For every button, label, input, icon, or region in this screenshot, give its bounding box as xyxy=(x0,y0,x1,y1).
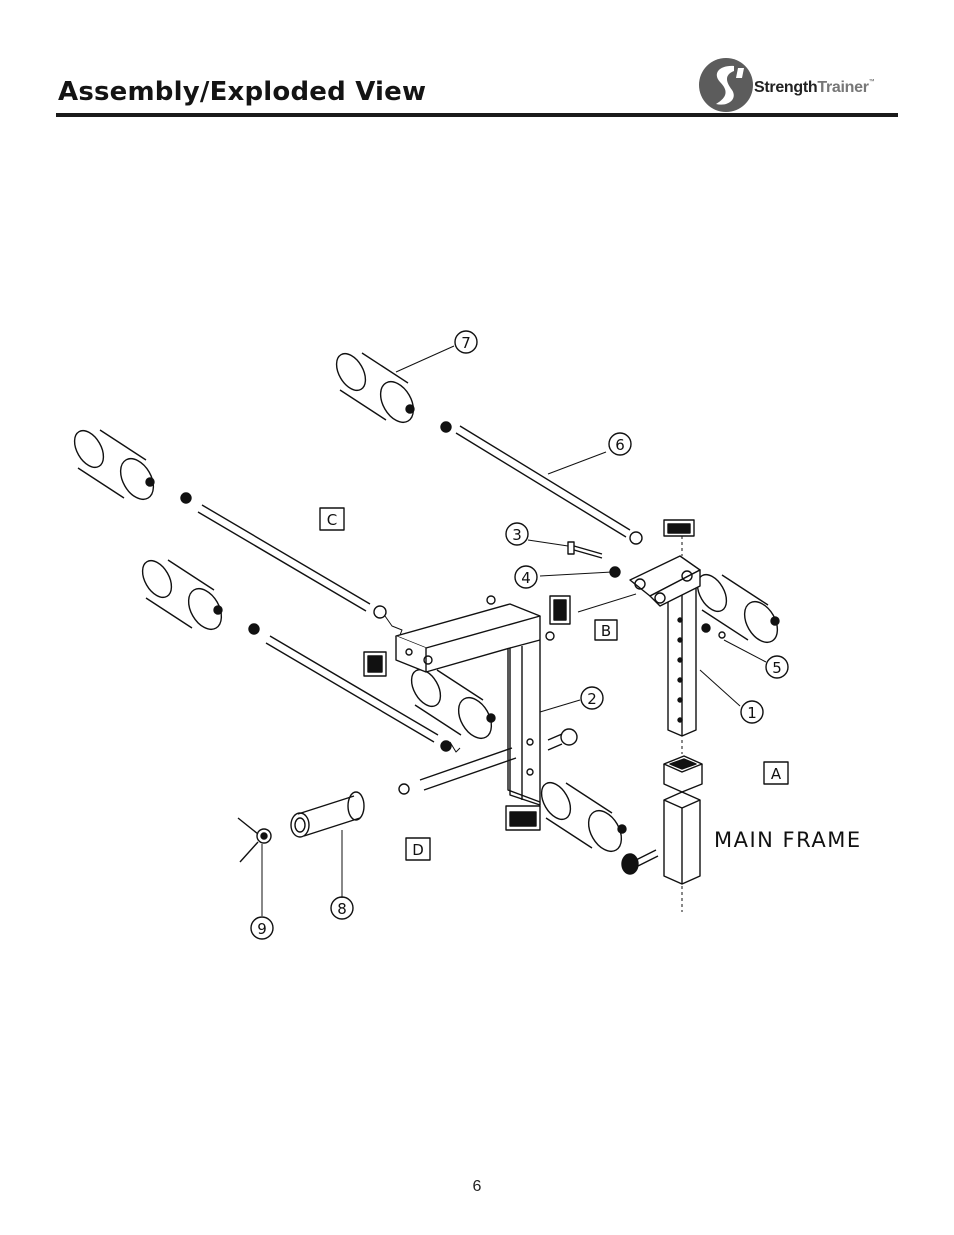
trademark-symbol: ™ xyxy=(868,79,875,85)
main-frame-label: MAIN FRAME xyxy=(714,828,862,852)
roller-pad xyxy=(410,668,496,739)
callout-2: 2 xyxy=(587,690,597,708)
section-label-a: A xyxy=(771,765,782,783)
t-frame xyxy=(395,603,541,806)
callout-3: 3 xyxy=(512,526,522,544)
callout-1: 1 xyxy=(747,704,757,722)
bolt xyxy=(567,541,603,559)
callout-6: 6 xyxy=(615,436,625,454)
strength-trainer-s-logo-icon xyxy=(699,58,753,112)
header-rule xyxy=(56,113,898,117)
callout-8: 8 xyxy=(337,900,347,918)
brand-logo: StrengthTrainer™ xyxy=(698,55,898,113)
callout-4: 4 xyxy=(521,569,531,587)
pivot-shaft xyxy=(398,747,517,795)
roller-pad xyxy=(335,352,415,423)
roller-rod xyxy=(440,421,643,545)
page-title: Assembly/Exploded View xyxy=(58,77,427,107)
roller-pad xyxy=(141,559,223,630)
upright-tube xyxy=(667,572,697,737)
wing-nut xyxy=(237,817,272,863)
exploded-view-diagram: 1 2 3 4 5 6 7 8 9 A B C D MAIN FRAME xyxy=(73,330,862,940)
section-label-c: C xyxy=(327,511,337,529)
callout-5: 5 xyxy=(772,659,782,677)
knob xyxy=(621,849,659,875)
roller-rod xyxy=(248,623,452,752)
section-label-b: B xyxy=(601,622,611,640)
roller-rod xyxy=(180,492,387,619)
roller-pad xyxy=(696,573,780,643)
brand-wordmark: StrengthTrainer™ xyxy=(754,79,875,97)
callout-7: 7 xyxy=(461,334,471,352)
page-number: 6 xyxy=(472,1178,482,1195)
roller-sleeve xyxy=(290,791,365,838)
brand-name-strength: Strength xyxy=(754,79,818,96)
section-label-d: D xyxy=(412,841,424,859)
main-frame-tube xyxy=(663,791,701,885)
page-header: Assembly/Exploded View StrengthTrainer™ xyxy=(56,55,898,117)
brand-name-trainer: Trainer xyxy=(817,79,869,96)
bracket-plate xyxy=(629,555,701,607)
main-frame-connector xyxy=(663,755,703,793)
roller-pad xyxy=(73,429,155,500)
callout-9: 9 xyxy=(257,920,267,938)
roller-pad xyxy=(540,781,627,852)
